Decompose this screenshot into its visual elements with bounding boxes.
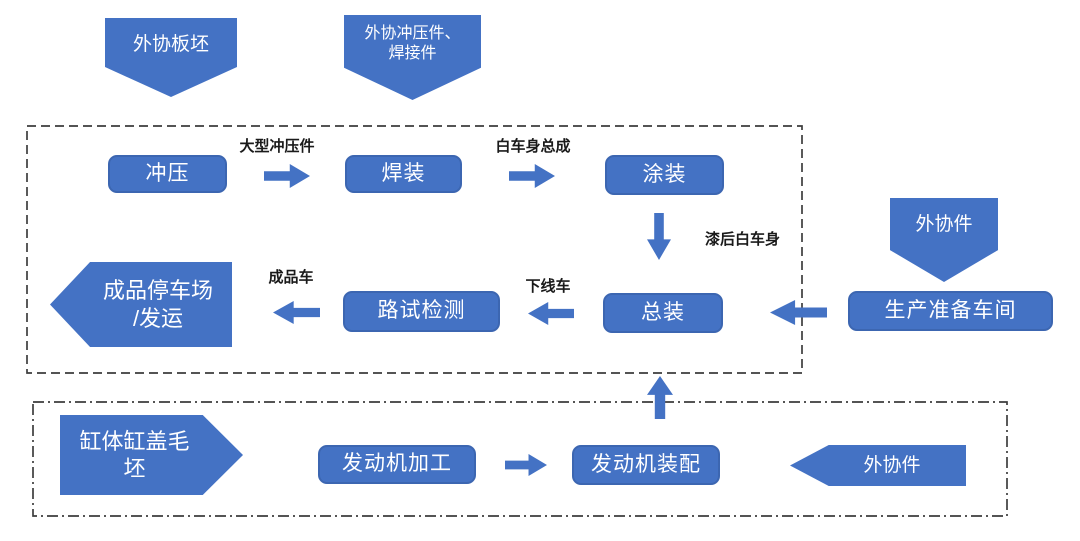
prep-workshop-box: 生产准备车间 — [848, 291, 1053, 331]
engine-blank-line1: 缸体缸盖毛 — [79, 428, 190, 454]
input-slab-label: 外协板坯 — [132, 33, 209, 55]
engine-assembly-label: 发动机装配 — [591, 452, 701, 476]
road-test-box: 路试检测 — [343, 291, 500, 332]
welding-box: 焊装 — [345, 155, 462, 193]
label-large-stampings: 大型冲压件 — [239, 138, 315, 155]
input-stamping-parts-line1: 外协冲压件、 — [364, 24, 461, 42]
label-finished-car: 成品车 — [268, 269, 314, 286]
engine-assembly-box: 发动机装配 — [572, 445, 720, 485]
painting-box: 涂装 — [605, 155, 724, 195]
engine-machining-box: 发动机加工 — [318, 445, 476, 484]
engine-plant-boundary — [32, 401, 1008, 517]
prep-workshop-label: 生产准备车间 — [884, 298, 1017, 322]
label-painted-body: 漆后白车身 — [704, 231, 780, 248]
assembly-box: 总装 — [603, 293, 723, 333]
assembly-label: 总装 — [641, 300, 685, 324]
label-offline-car: 下线车 — [525, 278, 571, 295]
parking-shipping-line2: /发运 — [132, 305, 184, 331]
engine-external-parts-label: 外协件 — [863, 454, 921, 476]
engine-blank-line2: 坯 — [123, 456, 146, 481]
engine-blank-pentagon: 缸体缸盖毛 坯 — [60, 415, 243, 495]
painting-label: 涂装 — [642, 162, 687, 186]
engine-external-parts-pentagon: 外协件 — [790, 445, 966, 486]
label-body-in-white: 白车身总成 — [495, 138, 571, 155]
vehicle-plant-boundary — [26, 125, 803, 374]
stamping-box: 冲压 — [108, 155, 227, 193]
parking-shipping-pentagon: 成品停车场 /发运 — [50, 262, 232, 347]
parking-shipping-line1: 成品停车场 — [102, 278, 213, 303]
stamping-label: 冲压 — [145, 161, 190, 185]
road-test-label: 路试检测 — [377, 299, 466, 323]
input-stamping-parts-line2: 焊接件 — [388, 44, 437, 62]
engine-machining-label: 发动机加工 — [342, 452, 452, 476]
welding-label: 焊装 — [381, 161, 426, 185]
prep-external-parts-label: 外协件 — [915, 214, 973, 236]
